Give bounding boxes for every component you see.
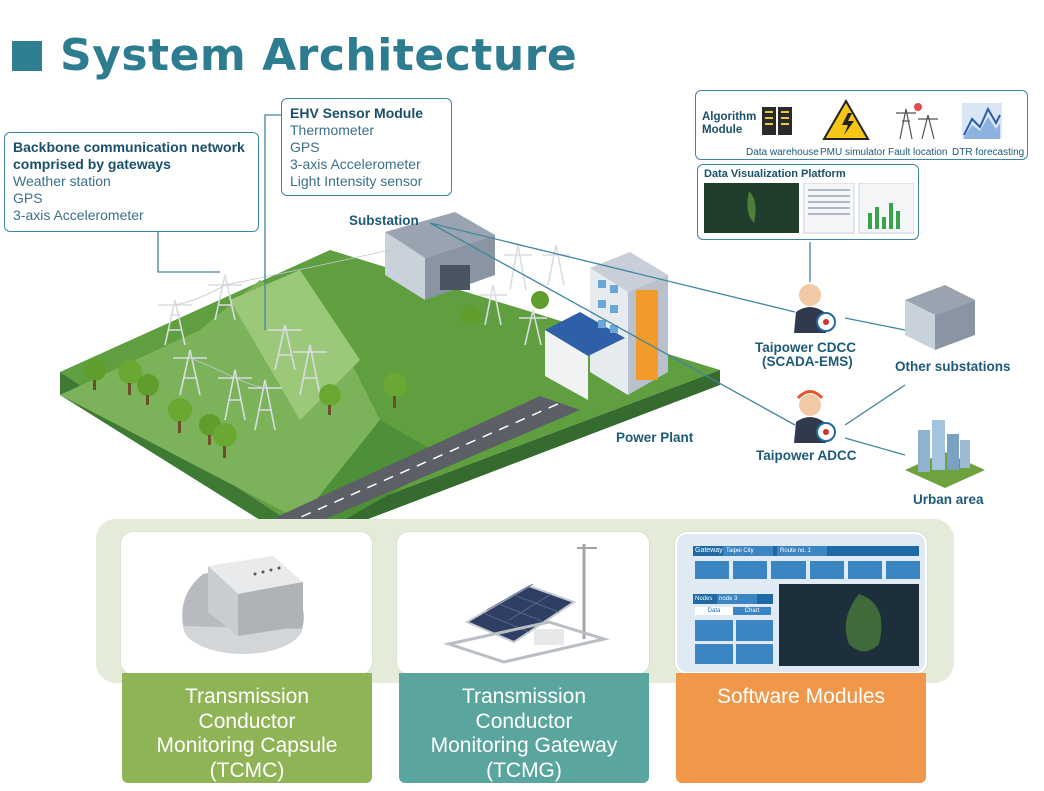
backbone-item: GPS (13, 190, 43, 206)
other-substations-label: Other substations (895, 359, 1011, 374)
power-plant-building (545, 252, 668, 400)
algorithm-item: DTR forecasting (952, 147, 1025, 158)
title-bar: System Architecture (12, 30, 577, 81)
algorithm-title-line2: Module (702, 124, 743, 136)
tcmc-label-line: Monitoring Capsule (156, 734, 338, 757)
cdcc-label-line1: Taipower CDCC (755, 340, 857, 355)
tcmg-image-card (397, 532, 649, 674)
software-modules-label: Software Modules (676, 673, 926, 783)
tcmc-label-line: Transmission (184, 685, 310, 708)
tcmc-device-image (182, 556, 304, 654)
algorithm-module-box: Algorithm Module Data warehouse PMU simu… (695, 90, 1028, 160)
software-label-line: Software Modules (716, 685, 886, 708)
node-select: node 3 (717, 594, 757, 604)
tcmg-label-line: Monitoring Gateway (430, 734, 618, 757)
urban-area-label: Urban area (913, 492, 984, 507)
substation-label: Substation (349, 213, 419, 228)
tcmg-label-line: Conductor (475, 709, 573, 733)
ehv-item: Light Intensity sensor (290, 173, 423, 189)
algorithm-icons (762, 99, 1002, 140)
ehv-item: 3-axis Accelerometer (290, 156, 421, 172)
backbone-item: Weather station (13, 173, 111, 189)
software-image-card: Gateway Taipei City Route no. 1 Nodes no… (675, 532, 927, 674)
backbone-item: 3-axis Accelerometer (13, 207, 144, 223)
metric-tiles (695, 561, 921, 579)
page-title: System Architecture (60, 30, 578, 81)
tcmg-label: Transmission Conductor Monitoring Gatewa… (399, 673, 649, 783)
ehv-item: Thermometer (290, 122, 375, 138)
tcmg-device-image (443, 544, 610, 664)
pmu-simulator-icon (822, 99, 870, 140)
adcc-operator-icon (794, 390, 836, 443)
dashboard-thumbnails (704, 183, 914, 234)
trees (84, 291, 549, 458)
other-substations-building (905, 285, 975, 350)
backbone-callout: Backbone communication network comprised… (4, 132, 259, 232)
software-screenshot: Gateway Taipei City Route no. 1 Nodes no… (677, 534, 925, 672)
data-warehouse-icon (762, 107, 792, 135)
map-view (779, 584, 919, 666)
data-visualization-title: Data Visualization Platform (704, 168, 846, 180)
tcmc-label: Transmission Conductor Monitoring Capsul… (122, 673, 372, 783)
tcmc-label-line: Conductor (198, 709, 296, 733)
tcmc-label-line: (TCMC) (209, 758, 285, 782)
tcmg-label-line: (TCMG) (486, 758, 562, 782)
cdcc-operator-icon (794, 284, 836, 333)
node-tiles (695, 620, 773, 664)
fault-location-icon (896, 103, 938, 140)
cdcc-label-line2: (SCADA-EMS) (762, 354, 853, 369)
tcmc-image-card (121, 532, 372, 674)
tcmg-label-line: Transmission (461, 685, 587, 708)
nodes-tab: Nodes (695, 596, 713, 602)
substation-building (385, 212, 495, 300)
title-square-icon (12, 40, 42, 71)
urban-area-buildings (905, 420, 985, 488)
backbone-title-line1: Backbone communication network (13, 139, 245, 155)
power-lines (174, 249, 391, 389)
connector-lines (157, 114, 906, 456)
dtr-forecasting-icon (962, 103, 1002, 139)
algorithm-item: PMU simulator (820, 147, 886, 158)
transmission-towers (158, 244, 570, 431)
backbone-title-line2: comprised by gateways (13, 156, 171, 172)
algorithm-title-line1: Algorithm (702, 111, 757, 123)
ehv-sensor-callout: EHV Sensor Module Thermometer GPS 3-axis… (281, 98, 452, 196)
algorithm-item: Data warehouse (746, 147, 819, 158)
ehv-item: GPS (290, 139, 320, 155)
route-select: Route no. 1 (777, 546, 827, 556)
city-select: Taipei City (723, 546, 773, 556)
algorithm-item: Fault location (888, 147, 948, 158)
gateway-tab: Gateway (695, 547, 723, 554)
data-visualization-box: Data Visualization Platform (697, 164, 919, 240)
chart-tab: Chart (733, 607, 771, 615)
data-tab: Data (695, 607, 733, 615)
ehv-title: EHV Sensor Module (290, 105, 424, 121)
adcc-label: Taipower ADCC (756, 448, 857, 463)
power-plant-label: Power Plant (616, 430, 694, 445)
